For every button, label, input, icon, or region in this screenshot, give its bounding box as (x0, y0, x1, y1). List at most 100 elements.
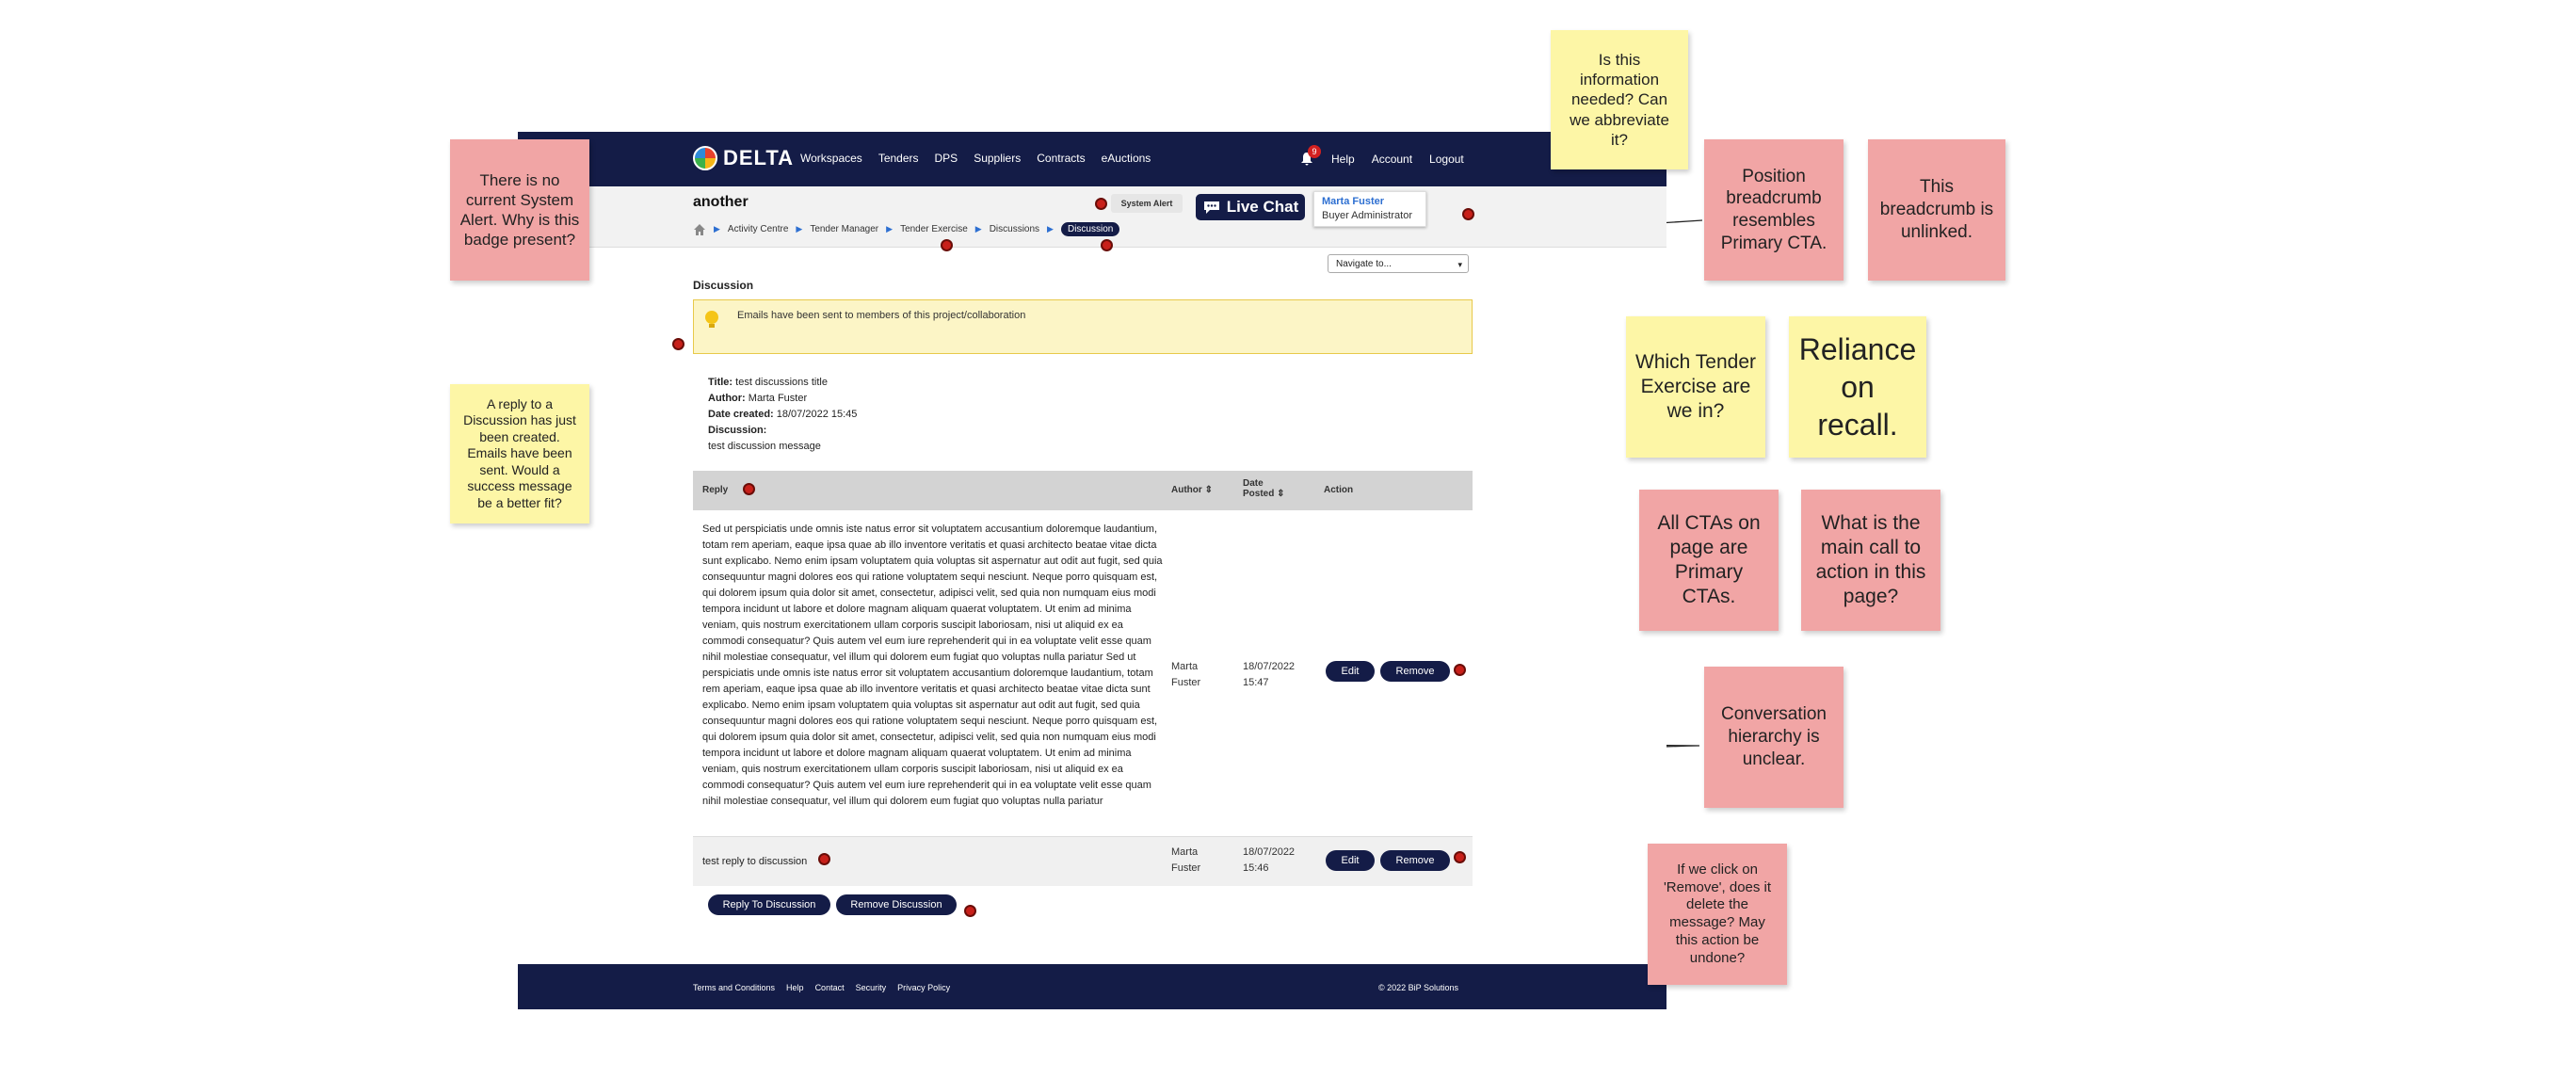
discussion-label: Discussion: (708, 425, 767, 436)
marker-dot (1101, 239, 1113, 251)
edit-button[interactable]: Edit (1326, 661, 1375, 682)
remove-button[interactable]: Remove (1380, 850, 1450, 871)
remove-button[interactable]: Remove (1380, 661, 1450, 682)
note-reply-created: A reply to a Discussion has just been cr… (450, 384, 589, 523)
discussion-details: Title: test discussions title Author: Ma… (708, 375, 857, 455)
edit-button[interactable]: Edit (1326, 850, 1375, 871)
marker-dot (1462, 208, 1474, 220)
footer-link-privacy[interactable]: Privacy Policy (897, 983, 951, 992)
discussion-value: test discussion message (708, 441, 821, 452)
live-chat-button[interactable]: Live Chat (1196, 194, 1305, 220)
page-footer: Terms and Conditions Help Contact Securi… (518, 964, 1666, 1009)
footer-links: Terms and Conditions Help Contact Securi… (693, 983, 950, 992)
account-link[interactable]: Account (1371, 153, 1413, 166)
info-alert: Emails have been sent to members of this… (693, 299, 1473, 354)
title-value: test discussions title (735, 377, 828, 388)
notification-count-badge: 9 (1308, 145, 1321, 158)
footer-link-contact[interactable]: Contact (814, 983, 845, 992)
table-row: test reply to discussion Marta Fuster 18… (693, 836, 1473, 886)
marker-dot (1095, 198, 1107, 210)
home-icon[interactable] (693, 223, 706, 236)
nav-item-dps[interactable]: DPS (934, 152, 958, 165)
nav-item-suppliers[interactable]: Suppliers (974, 152, 1022, 165)
reply-date: 18/07/2022 15:46 (1243, 846, 1296, 874)
footer-copyright: © 2022 BiP Solutions (1378, 983, 1459, 992)
app-screenshot: DELTA Workspaces Tenders DPS Suppliers C… (518, 132, 1666, 1009)
user-menu[interactable]: Marta Fuster Buyer Administrator (1313, 191, 1426, 227)
logout-link[interactable]: Logout (1429, 153, 1464, 166)
breadcrumb-separator-icon: ▶ (796, 224, 803, 234)
breadcrumb-discussions[interactable]: Discussions (989, 224, 1040, 234)
reply-text: test reply to discussion (702, 856, 808, 867)
note-info-needed: Is this information needed? Can we abbre… (1551, 30, 1688, 169)
header-author-label: Author (1171, 485, 1202, 495)
navigate-to-select[interactable]: Navigate to... ▾ (1328, 254, 1469, 273)
note-system-alert: There is no current System Alert. Why is… (450, 139, 589, 281)
header-action: Action (1324, 485, 1354, 495)
sort-icon: ⇕ (1204, 485, 1213, 495)
nav-item-tenders[interactable]: Tenders (877, 152, 919, 165)
title-label: Title: (708, 377, 733, 388)
author-value: Marta Fuster (748, 393, 808, 404)
breadcrumb-separator-icon: ▶ (974, 224, 982, 234)
notification-bell[interactable]: 9 (1299, 145, 1321, 167)
note-main-cta: What is the main call to action in this … (1801, 490, 1940, 631)
header-author[interactable]: Author ⇕ (1171, 485, 1213, 495)
footer-link-security[interactable]: Security (855, 983, 887, 992)
navigate-to-value: Navigate to... (1336, 259, 1392, 269)
nav-item-contracts[interactable]: Contracts (1037, 152, 1086, 165)
user-nav: 9 Help Account Logout (1299, 145, 1464, 167)
reply-author: Marta Fuster (1171, 661, 1201, 688)
logo-text: DELTA (723, 146, 795, 169)
delta-logo[interactable]: DELTA (693, 146, 794, 170)
breadcrumb-separator-icon: ▶ (1047, 224, 1054, 234)
alert-message: Emails have been sent to members of this… (737, 310, 1026, 321)
marker-dot (818, 853, 830, 865)
marker-dot (1454, 851, 1466, 863)
date-created-value: 18/07/2022 15:45 (776, 409, 858, 420)
footer-link-help[interactable]: Help (786, 983, 804, 992)
user-role: Buyer Administrator (1322, 210, 1412, 221)
live-chat-label: Live Chat (1226, 198, 1299, 216)
lightbulb-icon (705, 311, 718, 328)
note-breadcrumb-cta: Position breadcrumb resembles Primary CT… (1704, 139, 1843, 281)
header-date[interactable]: Date Posted ⇕ (1243, 478, 1290, 499)
breadcrumb-tender-manager[interactable]: Tender Manager (810, 224, 879, 234)
note-which-tender: Which Tender Exercise are we in? (1626, 316, 1765, 458)
sort-icon: ⇕ (1277, 489, 1285, 499)
note-remove-undo: If we click on 'Remove', does it delete … (1648, 844, 1787, 985)
top-navbar: DELTA Workspaces Tenders DPS Suppliers C… (518, 132, 1666, 186)
header-reply: Reply (702, 485, 729, 495)
breadcrumb-tender-exercise[interactable]: Tender Exercise (900, 224, 968, 234)
chat-bubble-icon (1203, 201, 1219, 214)
breadcrumb-separator-icon: ▶ (714, 224, 720, 234)
nav-item-eauctions[interactable]: eAuctions (1101, 152, 1151, 165)
reply-author: Marta Fuster (1171, 846, 1201, 874)
author-label: Author: (708, 393, 746, 404)
section-title: Discussion (693, 279, 754, 292)
main-nav: Workspaces Tenders DPS Suppliers Contrac… (800, 152, 1151, 165)
nav-item-workspaces[interactable]: Workspaces (800, 152, 862, 165)
date-created-label: Date created: (708, 409, 774, 420)
table-header: Reply Author ⇕ Date Posted ⇕ Action (693, 471, 1473, 510)
marker-dot (964, 905, 976, 917)
breadcrumb: ▶ Activity Centre ▶ Tender Manager ▶ Ten… (693, 222, 1120, 236)
header-date-label: Date Posted (1243, 478, 1275, 499)
marker-dot (672, 338, 684, 350)
breadcrumb-current: Discussion (1060, 222, 1120, 236)
system-alert-badge[interactable]: System Alert (1111, 194, 1183, 213)
reply-to-discussion-button[interactable]: Reply To Discussion (708, 894, 830, 915)
note-conversation-hierarchy: Conversation hierarchy is unclear. (1704, 667, 1843, 808)
help-link[interactable]: Help (1331, 153, 1355, 166)
note-reliance-on-recall: Reliance on recall. (1789, 316, 1926, 458)
marker-dot (941, 239, 953, 251)
remove-discussion-button[interactable]: Remove Discussion (836, 894, 957, 915)
footer-link-terms[interactable]: Terms and Conditions (693, 983, 776, 992)
reply-date: 18/07/2022 15:47 (1243, 661, 1296, 688)
logo-mark-icon (693, 146, 717, 170)
user-name[interactable]: Marta Fuster (1322, 196, 1385, 207)
page-title: another (693, 194, 749, 210)
marker-dot (743, 483, 755, 495)
replies-table: Reply Author ⇕ Date Posted ⇕ Action Sed … (693, 471, 1473, 886)
breadcrumb-activity-centre[interactable]: Activity Centre (727, 224, 789, 234)
